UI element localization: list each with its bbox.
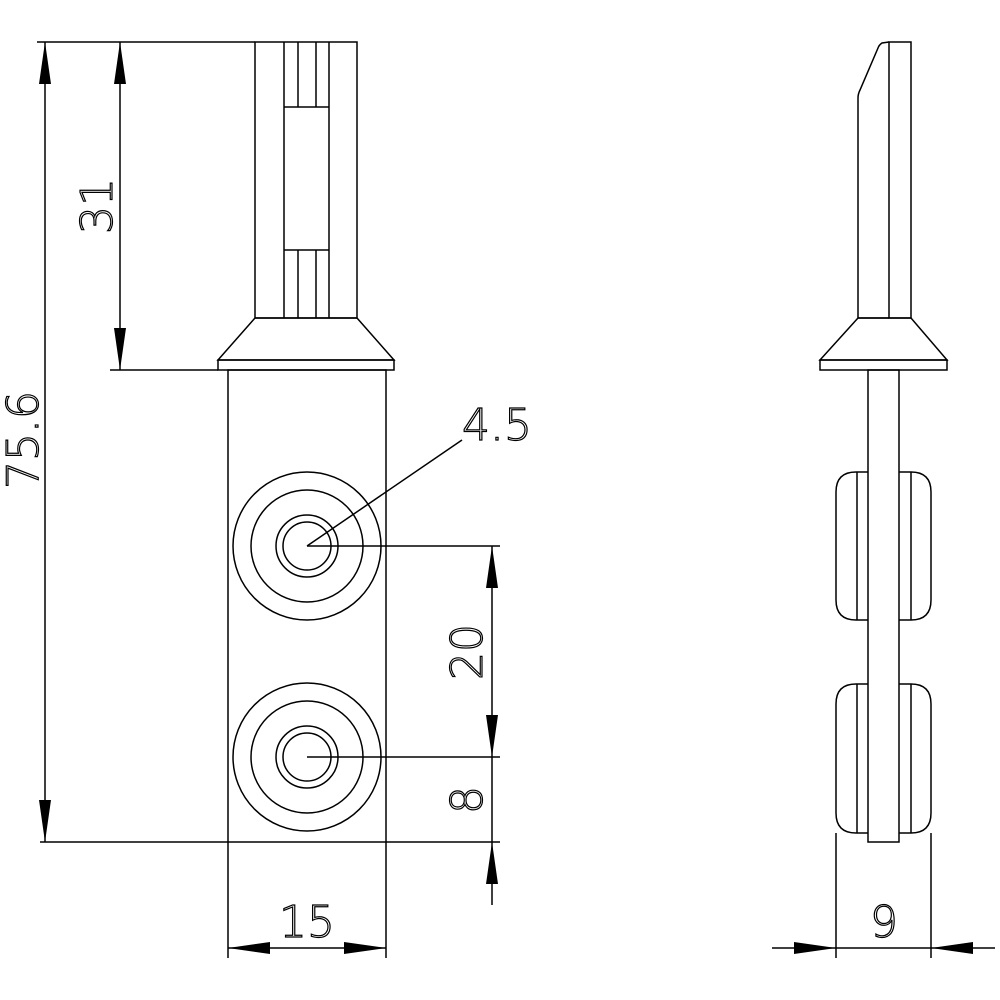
flange-taper xyxy=(216,317,396,361)
dim-text-front-width: 15 xyxy=(279,897,335,948)
dimension-hole-diameter: 4.5 xyxy=(306,399,533,547)
dimension-side-thickness: 9 xyxy=(772,833,995,958)
dim-text-hole-to-bottom: 8 xyxy=(442,786,493,814)
side-flange-taper xyxy=(818,317,949,361)
side-view xyxy=(818,41,949,843)
side-pads xyxy=(835,471,932,834)
pin-bevel xyxy=(857,41,890,319)
dim-text-pin-length: 31 xyxy=(72,178,123,234)
dimension-hole-to-bottom: 8 xyxy=(441,757,498,905)
front-view xyxy=(216,41,396,843)
dimension-front-width: 15 xyxy=(227,842,387,958)
dimension-hole-spacing: 20 xyxy=(307,545,500,843)
body xyxy=(227,369,387,843)
side-stem xyxy=(867,369,900,843)
pin-grooves xyxy=(283,42,330,318)
dimension-overall-length: 75.6 xyxy=(0,41,255,843)
dim-text-hole-spacing: 20 xyxy=(442,624,493,680)
dim-text-side-thickness: 9 xyxy=(870,897,898,948)
dim-text-overall-length: 75.6 xyxy=(0,391,49,489)
pin-outline xyxy=(254,41,358,319)
pin-side xyxy=(888,41,912,319)
flange xyxy=(217,359,395,371)
dimension-pin-length: 31 xyxy=(71,42,218,371)
side-flange xyxy=(819,359,948,371)
dim-text-hole-diameter: 4.5 xyxy=(462,400,532,451)
